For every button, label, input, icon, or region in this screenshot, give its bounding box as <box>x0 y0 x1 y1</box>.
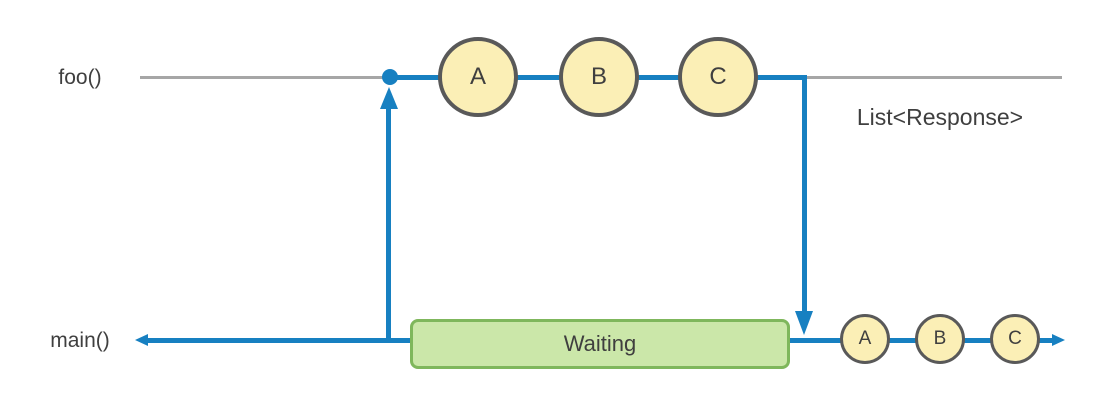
task-node-c: C <box>678 37 758 117</box>
waiting-label: Waiting <box>563 331 637 356</box>
main-lifeline-label: main() <box>50 329 110 352</box>
task-node-b: B <box>559 37 639 117</box>
task-node-b-label: B <box>590 63 607 90</box>
return-arrow-line <box>802 77 807 313</box>
result-node-b: B <box>915 314 965 364</box>
result-node-a: A <box>840 314 890 364</box>
main-line-left-arrowhead-icon <box>135 334 148 346</box>
task-node-a: A <box>438 37 518 117</box>
return-arrowhead-down-icon <box>795 311 813 335</box>
result-node-a-label: A <box>858 328 872 349</box>
waiting-box: Waiting <box>410 319 790 369</box>
result-node-b-label: B <box>933 328 947 349</box>
main-line-right-arrowhead-icon <box>1052 334 1065 346</box>
call-arrowhead-up-icon <box>380 87 398 109</box>
result-node-c: C <box>990 314 1040 364</box>
foo-lifeline-label: foo() <box>58 66 102 89</box>
return-type-label: List<Response> <box>856 104 1024 130</box>
fork-point-dot <box>382 69 398 85</box>
result-node-c-label: C <box>1008 328 1022 349</box>
call-arrow-line <box>386 105 391 340</box>
task-node-a-label: A <box>469 63 486 90</box>
task-node-c-label: C <box>709 63 727 90</box>
